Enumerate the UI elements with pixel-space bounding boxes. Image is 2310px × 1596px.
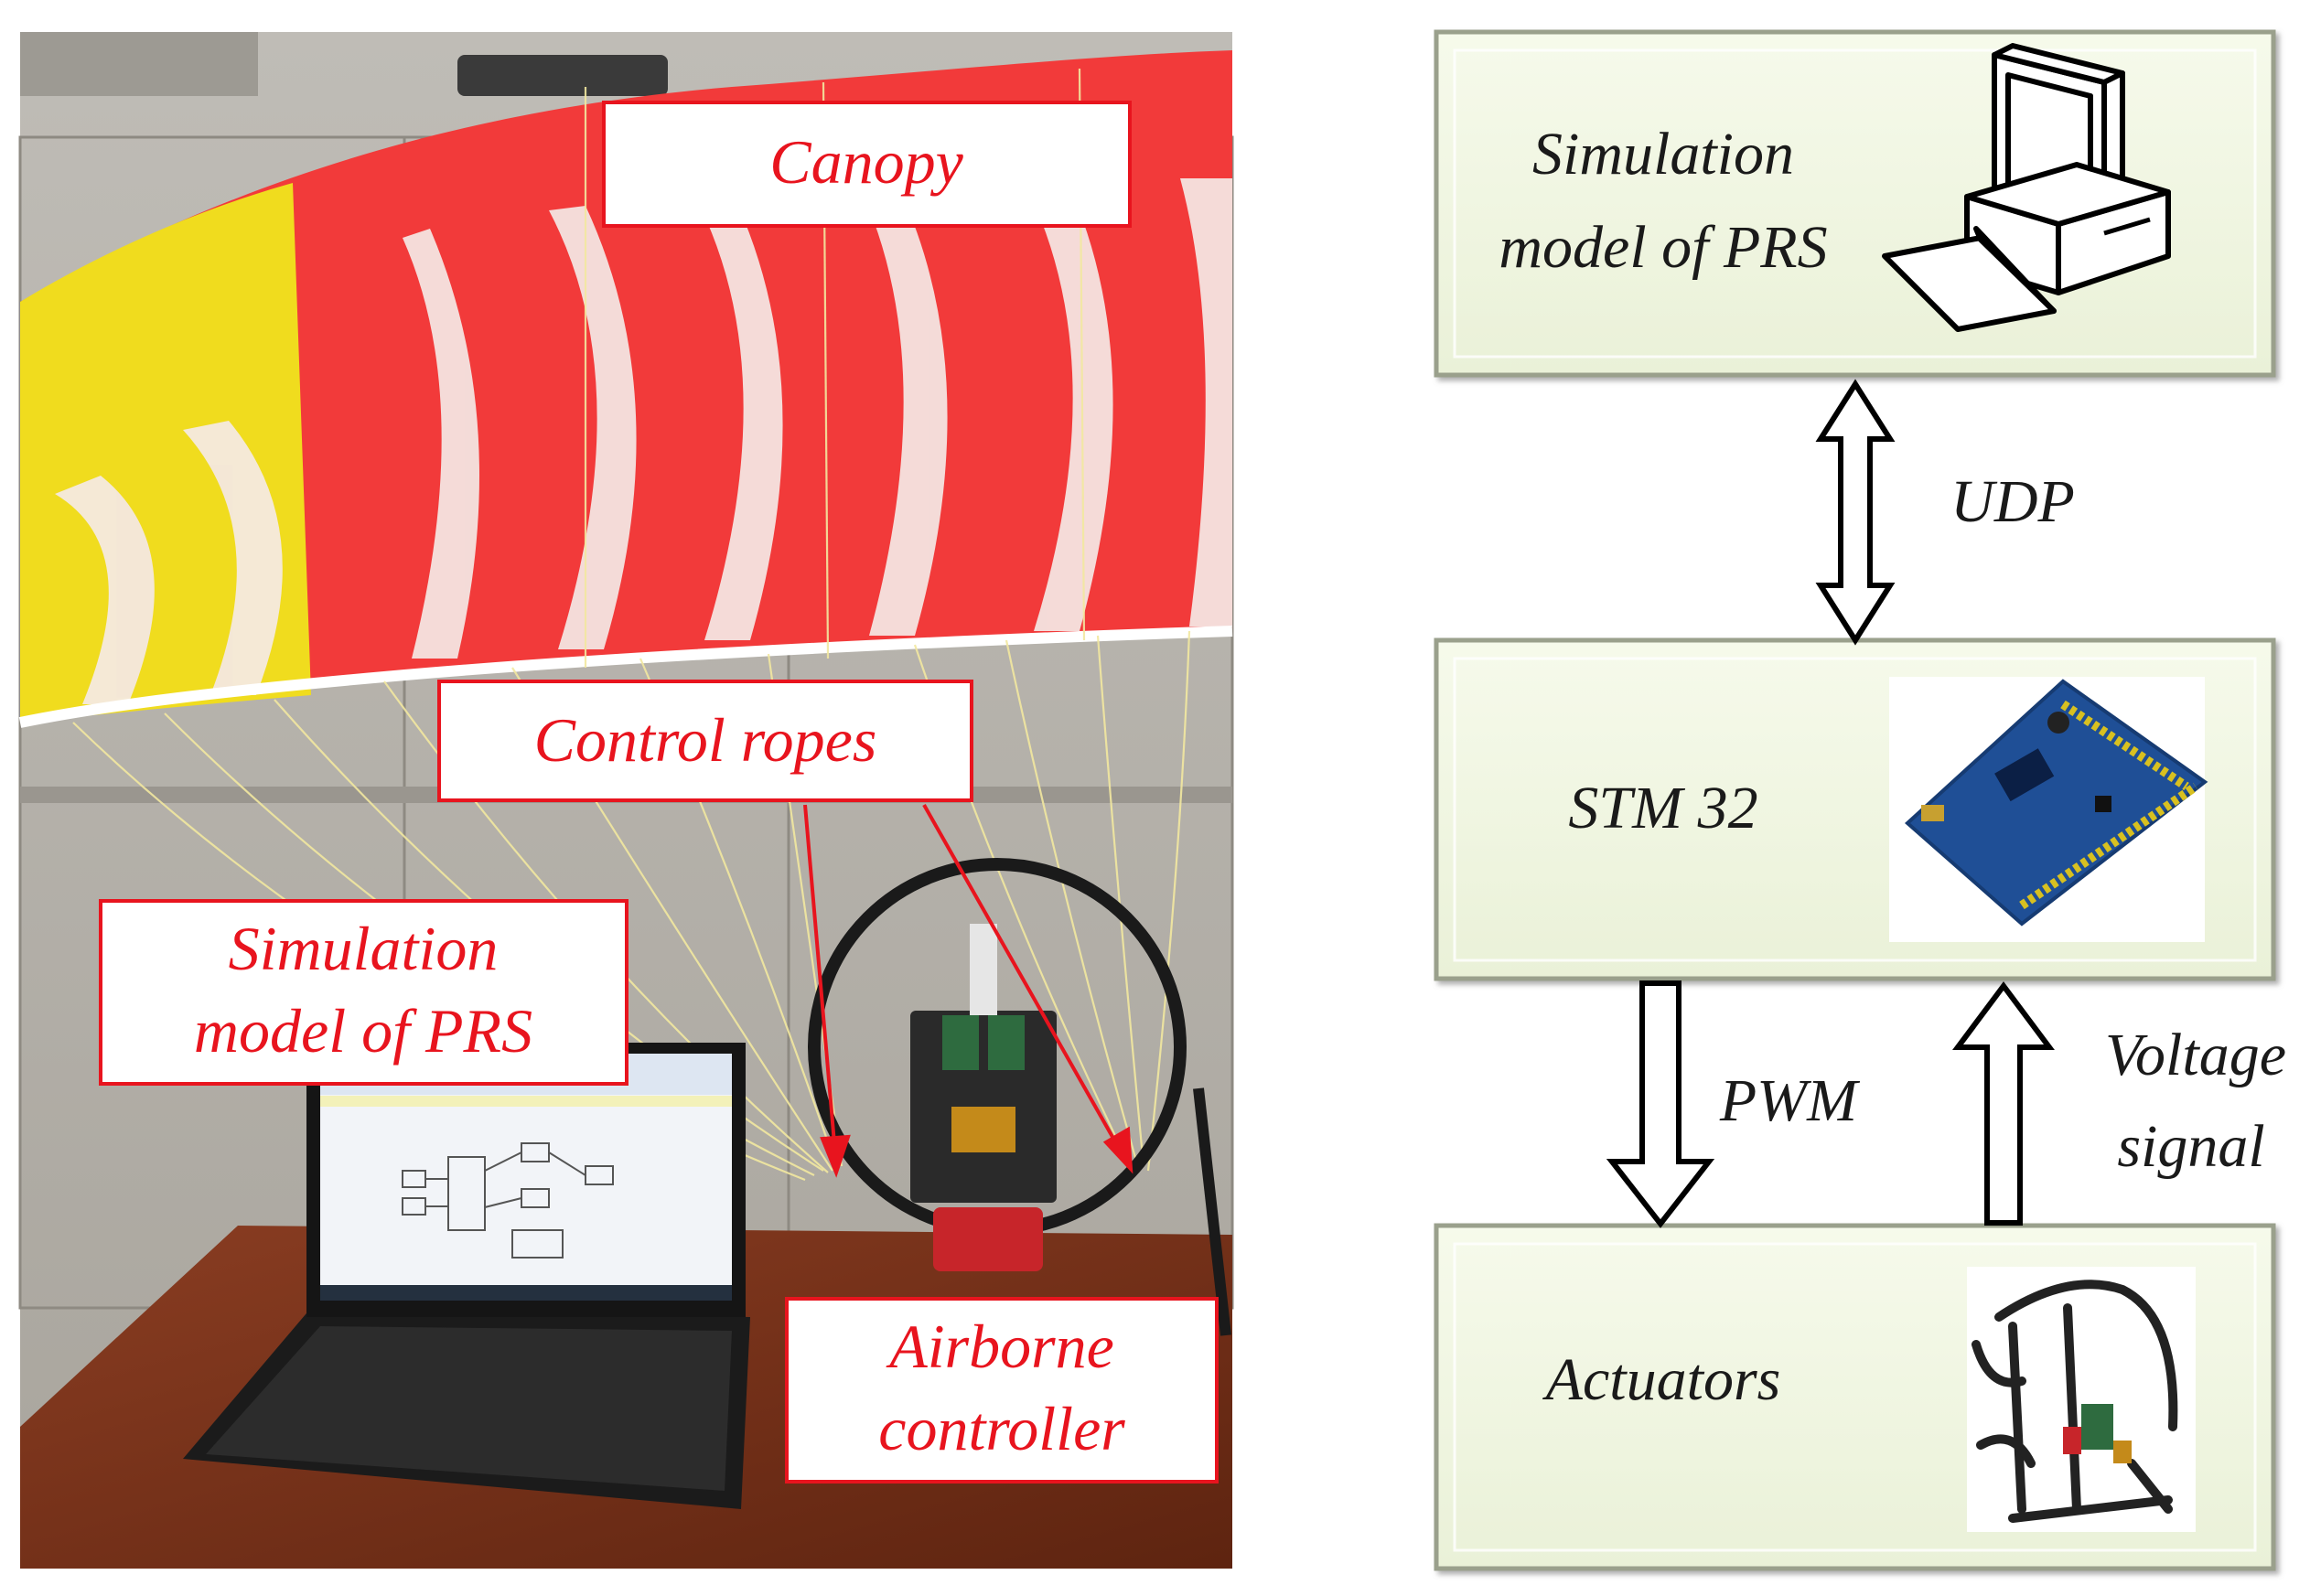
laptop xyxy=(183,1043,750,1509)
airborne-label-line1: Airborne xyxy=(886,1312,1114,1381)
simulation-block-line1: Simulation xyxy=(1532,121,1794,187)
actuator-image xyxy=(1967,1267,2196,1532)
block-diagram: Simulation model of PRS STM 32 xyxy=(1434,29,2286,1571)
simulation-block-line2: model of PRS xyxy=(1499,214,1827,281)
airborne-label-line2: controller xyxy=(878,1394,1125,1463)
control-ropes-label-box: Control ropes xyxy=(437,680,973,802)
sim-model-label-box: Simulation model of PRS xyxy=(99,899,629,1086)
control-ropes-label: Control ropes xyxy=(534,705,877,775)
control-rope-arrows xyxy=(803,804,1134,1178)
computer-icon xyxy=(1882,43,2171,332)
actuators-label: Actuators xyxy=(1542,1346,1781,1413)
voltage-label-line1: Voltage xyxy=(2105,1022,2286,1088)
stm32-board-image xyxy=(1889,677,2208,942)
airborne-label-box: Airborne controller xyxy=(785,1297,1219,1484)
voltage-label-line2: signal xyxy=(2117,1113,2264,1180)
canopy-label-box: Canopy xyxy=(602,101,1132,228)
canopy-label: Canopy xyxy=(769,127,963,197)
hardware-photo: Canopy Control ropes Simulation model of… xyxy=(18,32,1234,1569)
udp-label: UDP xyxy=(1950,468,2075,535)
sim-model-label-line2: model of PRS xyxy=(194,996,532,1066)
udp-double-arrow xyxy=(1815,379,1896,646)
pwm-label: PWM xyxy=(1719,1067,1861,1134)
voltage-up-arrow xyxy=(1952,980,2055,1226)
sim-model-label-line1: Simulation xyxy=(229,914,499,983)
airborne-controller xyxy=(808,858,1231,1336)
pwm-down-arrow xyxy=(1606,980,1715,1228)
stm32-label: STM 32 xyxy=(1568,775,1757,841)
